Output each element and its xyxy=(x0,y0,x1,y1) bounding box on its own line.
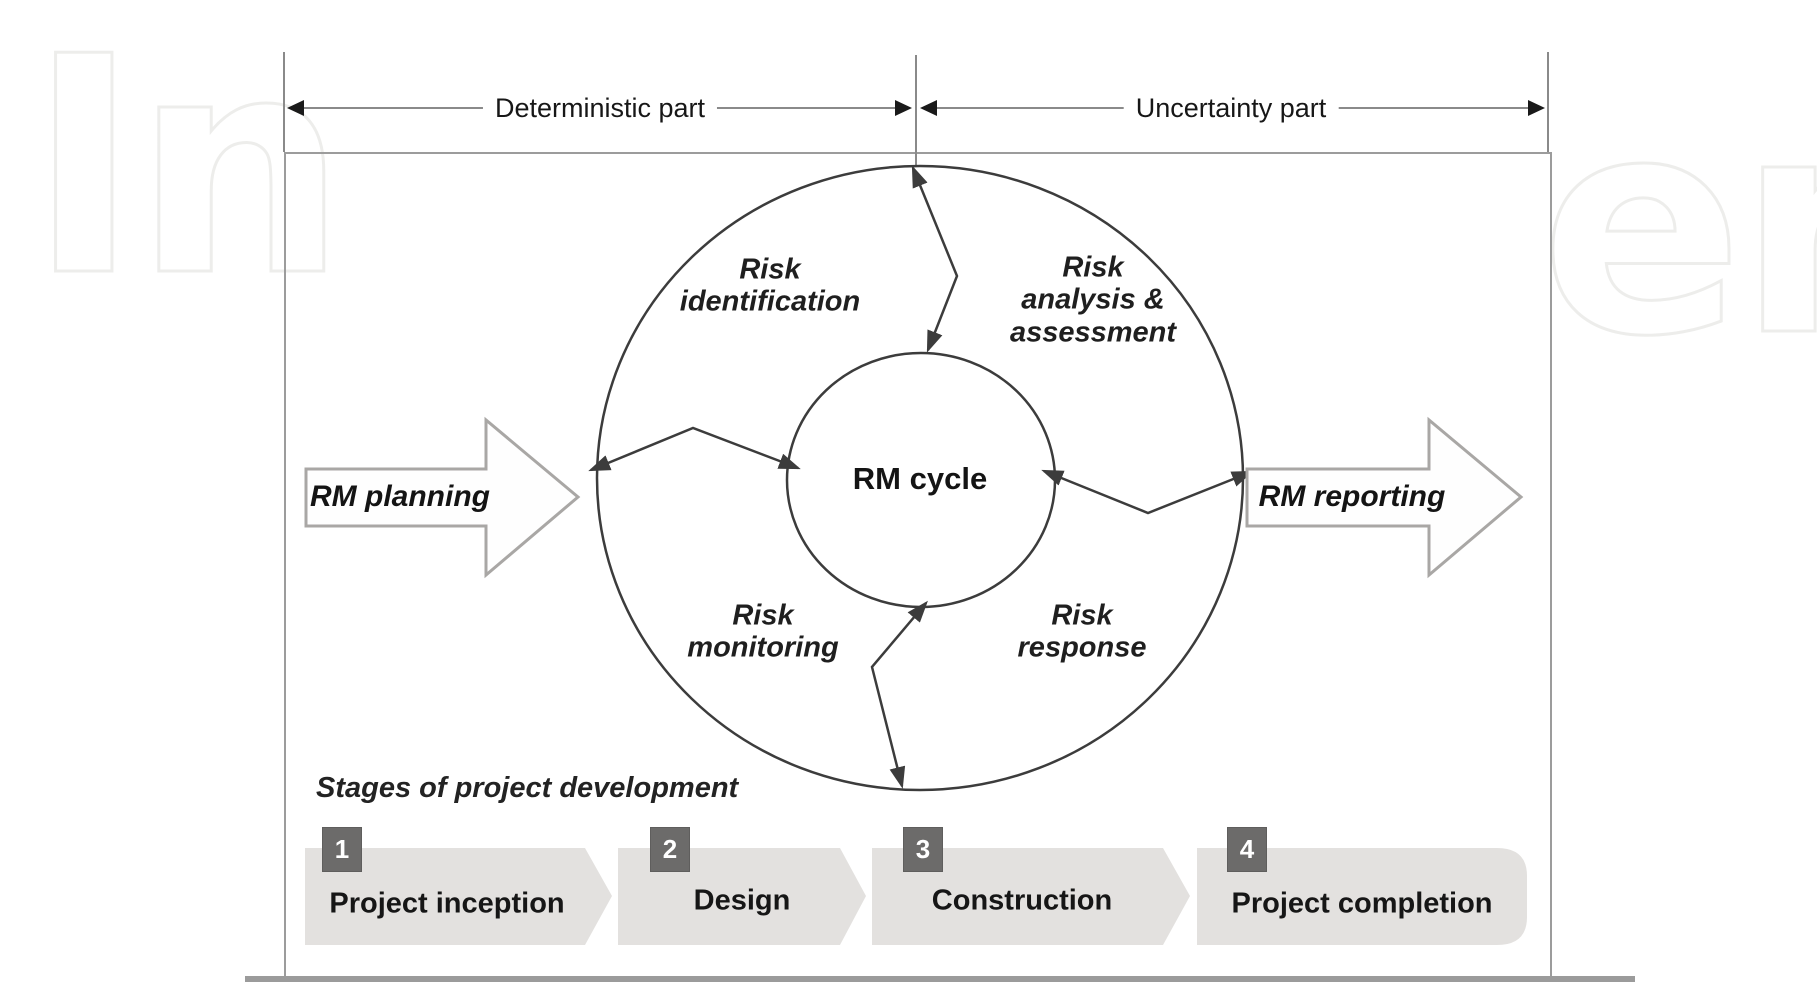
stage-label-construction: Construction xyxy=(931,884,1113,917)
arrowhead-left-outer xyxy=(287,100,304,116)
watermark-right-fragment: en xyxy=(1538,53,1817,402)
bottom-edge-rule xyxy=(245,976,1635,982)
stage-label-design: Design xyxy=(693,884,791,917)
arrowhead-right-outer xyxy=(1528,100,1545,116)
rm-planning-arrow-shape xyxy=(304,416,581,579)
stage-badge-1: 1 xyxy=(322,827,362,872)
cycle-arrow-left xyxy=(588,426,801,472)
cycle-arrow-top xyxy=(911,165,959,353)
quadrant-line: assessment xyxy=(1009,316,1177,349)
stage-shape-1 xyxy=(305,848,612,945)
arrowhead-center-left xyxy=(895,100,912,116)
deterministic-part-label: Deterministic part xyxy=(482,91,718,125)
rm-reporting-label: RM reporting xyxy=(1258,480,1446,513)
quadrant-label-risk-analysis-assessment: Risk analysis & assessment xyxy=(1010,251,1176,348)
stage-badge-3: 3 xyxy=(903,827,943,872)
stage-shape-3 xyxy=(872,848,1190,945)
cycle-arrow-bottom xyxy=(870,600,928,789)
quadrant-label-risk-response: Risk response xyxy=(1018,600,1147,665)
quadrant-line: Risk xyxy=(739,253,801,286)
stage-shape-4 xyxy=(1197,848,1527,945)
quadrant-line: response xyxy=(1017,632,1147,664)
stage-shape-2 xyxy=(618,848,866,945)
quadrant-line: Risk xyxy=(732,599,794,632)
stage-badge-2: 2 xyxy=(650,827,690,872)
quadrant-line: Risk xyxy=(1062,251,1124,284)
quadrant-line: analysis & xyxy=(1021,283,1165,316)
stages-title: Stages of project development xyxy=(316,772,739,804)
quadrant-line: identification xyxy=(679,286,861,318)
rm-cycle-label: RM cycle xyxy=(852,461,988,496)
rm-planning-label: RM planning xyxy=(310,480,490,513)
quadrant-line: Risk xyxy=(1051,599,1113,632)
quadrant-label-risk-identification: Risk identification xyxy=(680,254,860,319)
arrowhead-center-right xyxy=(920,100,937,116)
stage-badge-4: 4 xyxy=(1227,827,1267,872)
quadrant-label-risk-monitoring: Risk monitoring xyxy=(687,600,838,665)
watermark-left-fragment: In xyxy=(26,0,348,342)
quadrant-line: monitoring xyxy=(687,632,839,664)
uncertainty-part-label: Uncertainty part xyxy=(1123,91,1339,125)
cycle-arrow-right xyxy=(1041,469,1254,515)
stage-label-project-inception: Project inception xyxy=(329,887,565,920)
rm-reporting-arrow-shape xyxy=(1245,416,1524,579)
stage-label-project-completion: Project completion xyxy=(1231,887,1493,920)
